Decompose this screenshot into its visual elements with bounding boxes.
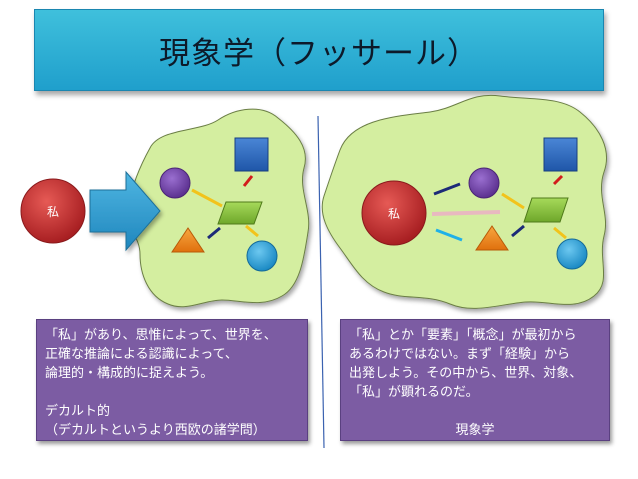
right-green-parallelogram	[523, 197, 569, 223]
center-divider	[317, 115, 325, 449]
left-text-line: （デカルトというより西欧の諸学問）	[45, 423, 266, 438]
right-self-ball	[361, 180, 427, 246]
right-link-red	[552, 174, 564, 186]
right-experience-blob	[321, 94, 608, 309]
right-link-navy-top	[433, 182, 461, 196]
right-link-cyan	[435, 228, 463, 242]
right-text-line: 「私」とか「要素」「概念」が最初から	[349, 328, 577, 343]
right-link-pink	[431, 210, 501, 216]
left-link-navy	[207, 226, 221, 240]
left-self-ball	[20, 178, 86, 244]
left-self-label: 私	[47, 205, 60, 219]
left-text-line: 論理的・構成的に捉えよう。	[45, 366, 214, 381]
right-text-line: 出発しよう。その中から、世界、対象、	[349, 366, 583, 381]
right-link-navy	[511, 224, 525, 238]
right-purple-circle	[468, 167, 500, 199]
right-blue-square	[543, 137, 578, 172]
left-blue-square	[234, 137, 269, 172]
right-text-line: 「私」が顕れるのだ。	[349, 385, 479, 400]
right-description-box: 「私」とか「要素」「概念」が最初から あるわけではない。まず「経験」から 出発し…	[340, 319, 610, 441]
left-text-line: 正確な推論による認識によって、	[45, 347, 238, 362]
left-orange-triangle	[171, 227, 205, 253]
left-link-yellow	[191, 188, 223, 208]
right-link-yellow	[501, 192, 525, 210]
title-banner: 現象学（フッサール）	[34, 9, 604, 91]
left-text-line: デカルト的	[45, 404, 111, 419]
right-self-label: 私	[388, 207, 401, 221]
page-title: 現象学（フッサール）	[159, 35, 479, 72]
right-text-line: あるわけではない。まず「経験」から	[349, 347, 571, 362]
right-orange-triangle	[475, 225, 509, 251]
right-link-yellow-2	[553, 226, 567, 240]
arrow-icon	[89, 170, 161, 252]
right-text-spacer	[349, 402, 601, 421]
left-description-box: 「私」があり、思惟によって、世界を、 正確な推論による認識によって、 論理的・構…	[36, 319, 308, 441]
left-purple-circle	[159, 167, 191, 199]
left-text-line: 「私」があり、思惟によって、世界を、	[45, 328, 277, 343]
left-cyan-circle	[246, 240, 278, 272]
left-link-red	[242, 175, 254, 187]
left-link-yellow-2	[245, 224, 259, 238]
right-cyan-circle	[556, 238, 588, 270]
right-caption: 現象学	[455, 423, 495, 438]
left-green-parallelogram	[217, 201, 263, 225]
left-text-spacer	[45, 383, 299, 402]
